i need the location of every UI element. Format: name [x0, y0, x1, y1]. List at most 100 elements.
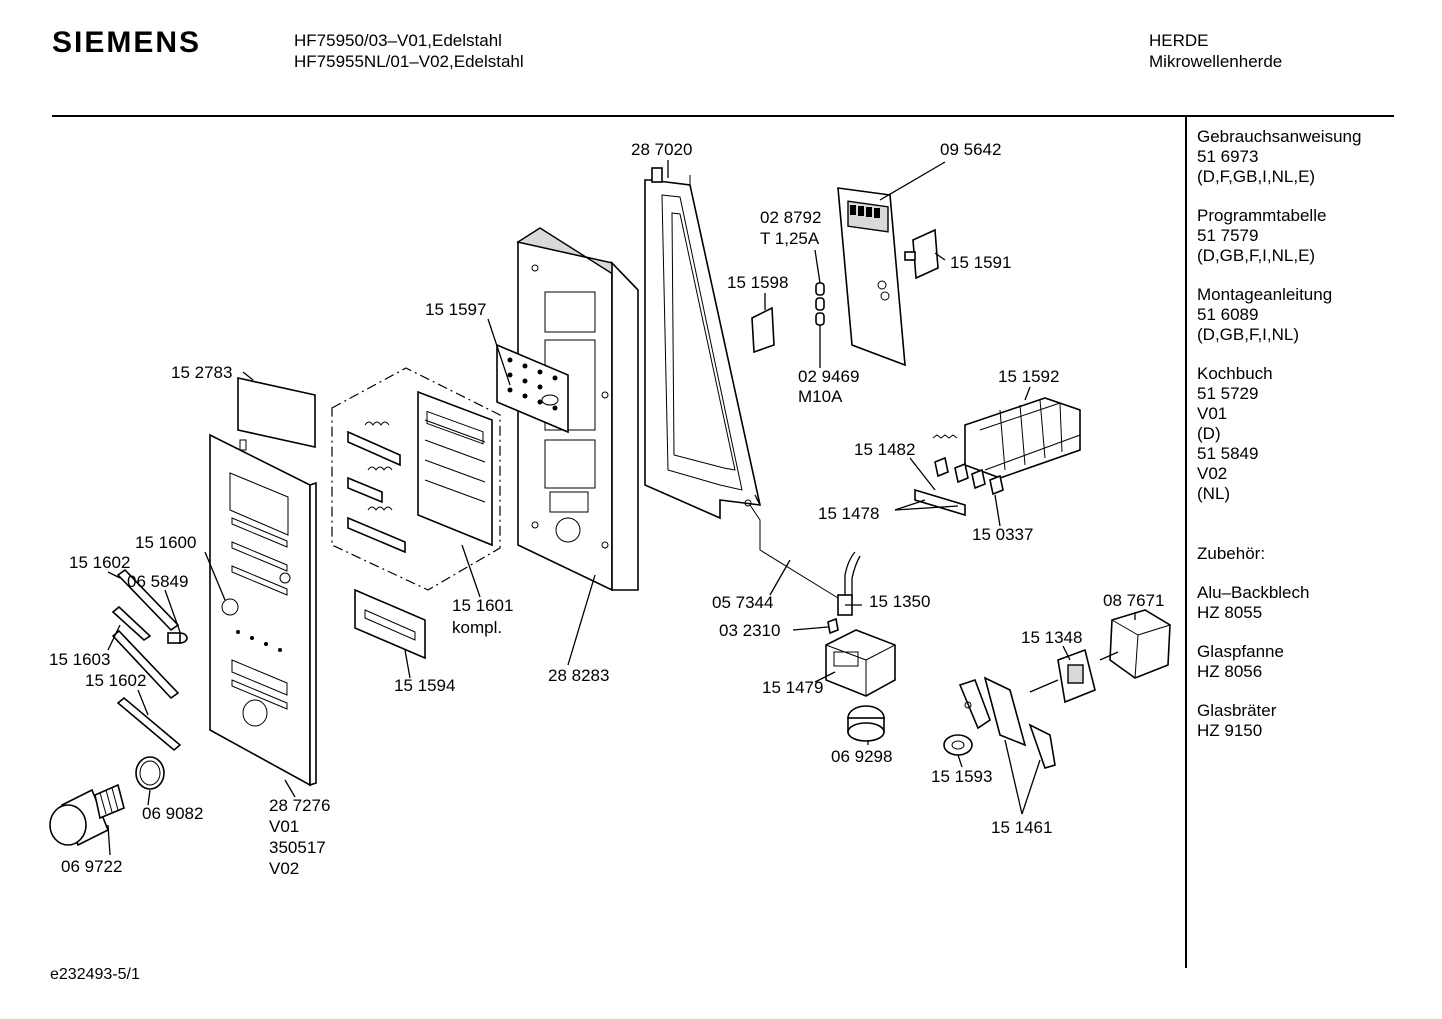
- label-095642: 09 5642: [940, 140, 1001, 159]
- frame-part-287020: [644, 167, 762, 520]
- label-151479: 15 1479: [762, 678, 823, 697]
- keypad-plate: [417, 390, 493, 547]
- label-287020: 28 7020: [631, 140, 692, 159]
- label-069298: 06 9298: [831, 747, 892, 766]
- doc-line: V01: [1197, 404, 1228, 423]
- label-032310: 03 2310: [719, 621, 780, 640]
- category-line-1: HERDE: [1149, 31, 1209, 50]
- label-part-152783: [237, 377, 316, 448]
- doc-line: (NL): [1197, 484, 1231, 503]
- doc-line: (D): [1197, 424, 1221, 443]
- doc-line: 51 5849: [1197, 444, 1259, 463]
- doc-line: Glasbräter: [1197, 701, 1277, 720]
- part-151594: [354, 588, 426, 660]
- doc-line: HZ 8056: [1197, 662, 1263, 681]
- part-151591: [904, 228, 939, 280]
- doc-line: Programmtabelle: [1197, 206, 1327, 225]
- label-287276: 28 7276: [269, 796, 330, 815]
- label-288283: 28 8283: [548, 666, 609, 685]
- doc-block-accessory-2: Glaspfanne HZ 8056: [1197, 642, 1361, 682]
- doc-block-installation: Montageanleitung 51 6089 (D,GB,F,I,NL): [1197, 285, 1361, 345]
- connector-part-151592: [964, 397, 1081, 479]
- doc-block-program-table: Programmtabelle 51 7579 (D,GB,F,I,NL,E): [1197, 206, 1361, 266]
- label-069082: 06 9082: [142, 804, 203, 823]
- label-150337: 15 0337: [972, 525, 1033, 544]
- membrane-part-151597: [496, 343, 569, 434]
- label-151478: 15 1478: [818, 504, 879, 523]
- label-151603: 15 1603: [49, 650, 110, 669]
- label-151597: 15 1597: [425, 300, 486, 319]
- leader-lines: [107, 160, 1136, 856]
- label-151600: 15 1600: [135, 533, 196, 552]
- doc-block-manual: Gebrauchsanweisung 51 6973 (D,F,GB,I,NL,…: [1197, 127, 1361, 187]
- label-151593: 15 1593: [931, 767, 992, 786]
- doc-line: Glaspfanne: [1197, 642, 1284, 661]
- bracket-parts-151461: [958, 676, 1056, 769]
- label-152783: 15 2783: [171, 363, 232, 382]
- knob-part-069722: [49, 783, 125, 847]
- doc-block-cookbook: Kochbuch 51 5729 V01 (D) 51 5849 V02 (NL…: [1197, 364, 1361, 504]
- documentation-sidebar: Gebrauchsanweisung 51 6973 (D,F,GB,I,NL,…: [1197, 127, 1361, 760]
- sidebar-divider: [1185, 115, 1187, 968]
- label-151592: 15 1592: [998, 367, 1059, 386]
- exploded-view-diagram: 28 7020 09 5642 02 8792 T 1,25A 15 1598 …: [49, 140, 1171, 878]
- label-287276-v01: V01: [269, 817, 299, 836]
- label-151461: 15 1461: [991, 818, 1052, 837]
- label-151591: 15 1591: [950, 253, 1011, 272]
- motor-part-087671: [1099, 609, 1171, 679]
- label-151602-bottom: 15 1602: [85, 671, 146, 690]
- assembly-boundary-151601: [331, 367, 501, 591]
- doc-block-accessory-1: Alu–Backblech HZ 8055: [1197, 583, 1361, 623]
- pcb-part-095642: [837, 187, 906, 367]
- doc-line: HZ 8055: [1197, 603, 1263, 622]
- label-057344: 05 7344: [712, 593, 773, 612]
- doc-line: 51 6089: [1197, 305, 1259, 324]
- label-087671: 08 7671: [1103, 591, 1164, 610]
- doc-line: Gebrauchsanweisung: [1197, 127, 1362, 146]
- fuse-parts: [815, 282, 825, 326]
- doc-line: HZ 9150: [1197, 721, 1263, 740]
- pin-part-065849: [167, 632, 188, 644]
- label-151598: 15 1598: [727, 273, 788, 292]
- label-151348: 15 1348: [1021, 628, 1082, 647]
- label-065849: 06 5849: [127, 572, 188, 591]
- label-151350: 15 1350: [869, 592, 930, 611]
- category-line-2: Mikrowellenherde: [1149, 52, 1283, 71]
- doc-block-accessory-3: Glasbräter HZ 9150: [1197, 701, 1361, 741]
- doc-line: Kochbuch: [1197, 364, 1273, 383]
- part-032310: [827, 617, 839, 635]
- buttons-and-springs: [347, 421, 406, 554]
- front-panel-287276: [209, 433, 317, 787]
- doc-line: (D,F,GB,I,NL,E): [1197, 167, 1316, 186]
- doc-line: V02: [1197, 464, 1228, 483]
- doc-line: (D,GB,F,I,NL): [1197, 325, 1300, 344]
- side-rods: [111, 568, 182, 752]
- label-069722: 06 9722: [61, 857, 122, 876]
- switch-part-151348: [1029, 648, 1096, 704]
- label-287276-alt: 350517: [269, 838, 326, 857]
- label-029469-rating: M10A: [798, 387, 843, 406]
- label-151601: 15 1601: [452, 596, 513, 615]
- label-151482: 15 1482: [854, 440, 915, 459]
- brand-logo: SIEMENS: [52, 26, 202, 59]
- label-028792-rating: T 1,25A: [760, 229, 820, 248]
- part-labels: 28 7020 09 5642 02 8792 T 1,25A 15 1598 …: [49, 140, 1164, 878]
- doc-line: 51 5729: [1197, 384, 1259, 403]
- label-287276-v02: V02: [269, 859, 299, 878]
- contact-parts: [914, 434, 1004, 517]
- document-code: e232493-5/1: [50, 966, 140, 983]
- label-151601-note: kompl.: [452, 618, 502, 637]
- part-151598: [751, 306, 775, 354]
- ring-part-069082: [135, 756, 165, 790]
- doc-line: Alu–Backblech: [1197, 583, 1310, 602]
- header-divider: [52, 115, 1394, 117]
- cable-part-057344: [749, 504, 839, 599]
- part-069298: [847, 705, 885, 742]
- label-029469: 02 9469: [798, 367, 859, 386]
- doc-line: 51 6973: [1197, 147, 1259, 166]
- model-info: HF75950/03–V01,Edelstahl HF75955NL/01–V0…: [294, 30, 524, 72]
- label-151594: 15 1594: [394, 676, 455, 695]
- model-line-2: HF75955NL/01–V02,Edelstahl: [294, 52, 524, 71]
- doc-line: 51 7579: [1197, 226, 1259, 245]
- label-151602-top: 15 1602: [69, 553, 130, 572]
